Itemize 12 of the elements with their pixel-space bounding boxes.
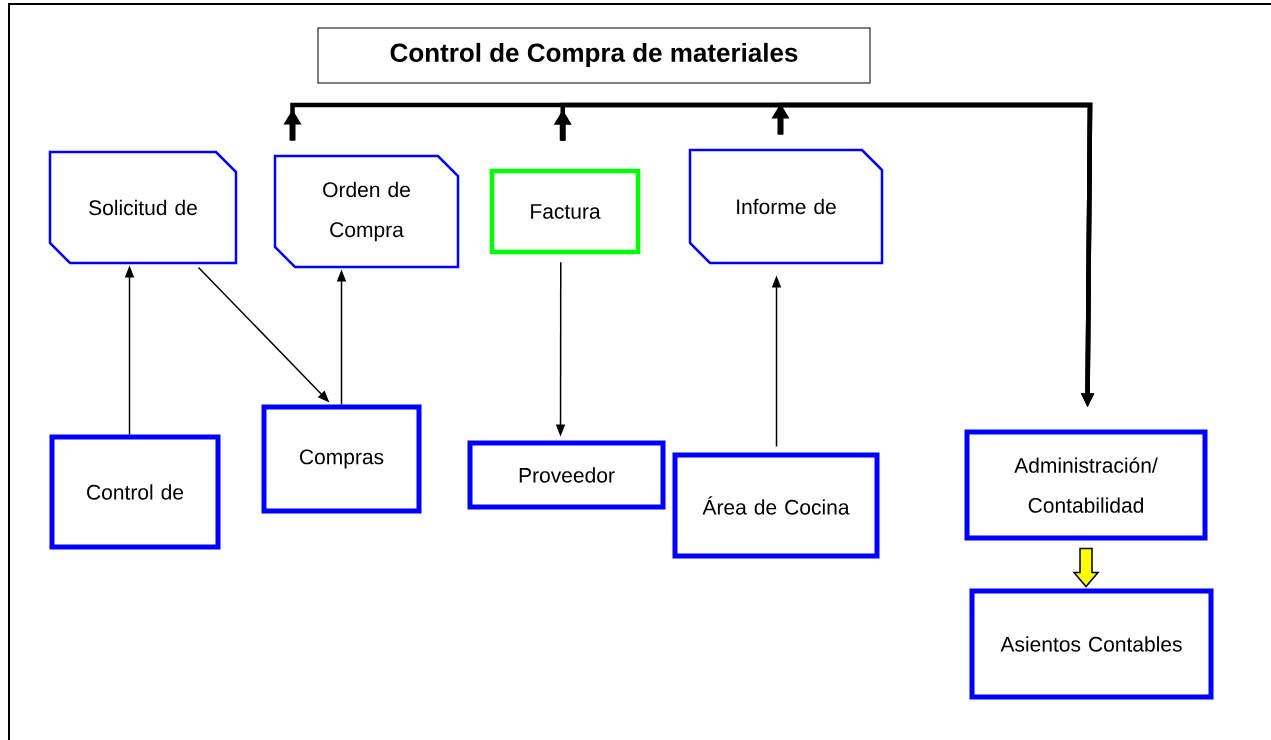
- document-box: Informe de: [688, 148, 884, 265]
- document-box: Orden de Compra: [273, 154, 460, 269]
- process-box: Control de: [49, 434, 221, 550]
- title-box: Control de Compra de materiales: [317, 27, 871, 84]
- process-box: Factura: [489, 168, 641, 255]
- process-box: Asientos Contables: [969, 588, 1214, 700]
- process-box: Proveedor: [467, 440, 666, 510]
- process-box: Compras: [261, 404, 422, 514]
- document-box: Solicitud de: [48, 150, 238, 265]
- process-box: Administración/ Contabilidad: [964, 429, 1208, 541]
- block-arrow: [1072, 547, 1100, 588]
- process-box: Área de Cocina: [672, 452, 880, 559]
